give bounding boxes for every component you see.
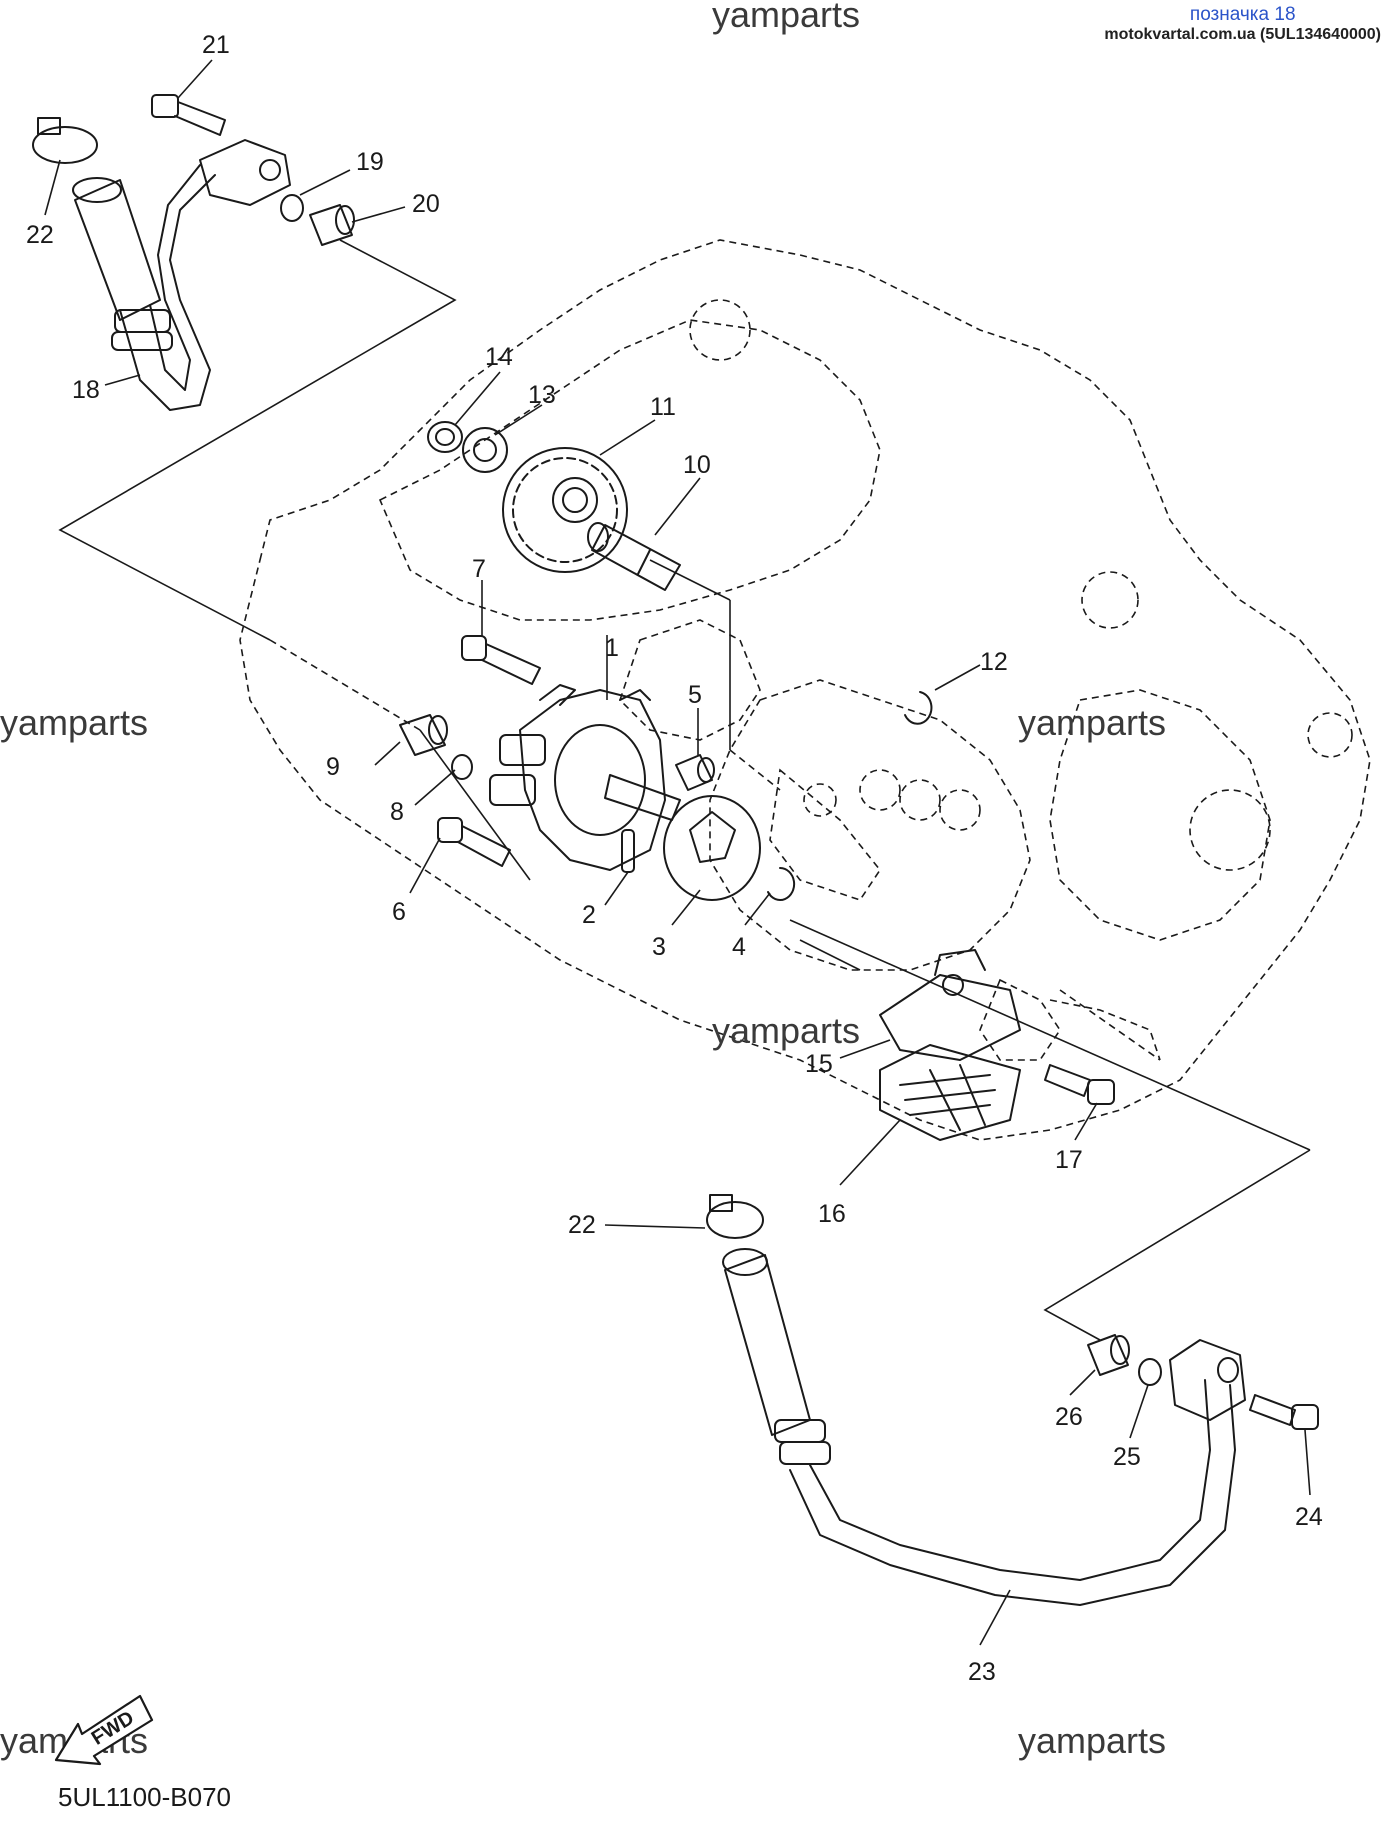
o-ring-19 — [280, 194, 304, 222]
collar-5 — [675, 754, 715, 791]
guide-lines — [58, 239, 1311, 1341]
pipe-bracket-lower — [1169, 1339, 1246, 1421]
circlip-4 — [767, 866, 796, 901]
callout-11: 11 — [650, 393, 676, 421]
callout-16: 16 — [818, 1200, 846, 1228]
header-badge: позначка 18 motokvartal.com.ua (5UL13464… — [1104, 4, 1381, 44]
bolt-7 — [461, 635, 541, 685]
callout-14: 14 — [485, 343, 513, 371]
bolt-21 — [151, 94, 226, 136]
o-ring-25 — [1138, 1358, 1162, 1386]
figure-code: 5UL1100-B070 — [58, 1782, 231, 1812]
watermark-top: yamparts — [712, 0, 861, 35]
strainer-housing-15 — [879, 949, 1021, 1061]
callout-1: 1 — [605, 634, 619, 662]
collar-9 — [399, 714, 448, 756]
callout-23: 23 — [968, 1658, 996, 1686]
callout-18: 18 — [72, 376, 100, 404]
engine-outline — [239, 239, 1371, 1141]
washer-13 — [462, 427, 508, 473]
bolt-17 — [1044, 1064, 1115, 1105]
oil-pipe-lower-23 — [722, 1248, 1236, 1606]
callout-22-upper: 22 — [26, 221, 54, 249]
callout-24: 24 — [1295, 1503, 1323, 1531]
shaft-10 — [587, 522, 681, 591]
badge-label: позначка 18 — [1189, 4, 1296, 25]
callout-8: 8 — [390, 798, 404, 826]
callout-10: 10 — [683, 451, 711, 479]
callout-26: 26 — [1055, 1403, 1083, 1431]
watermark-left: yamparts — [0, 702, 149, 743]
clamp-22-upper — [32, 117, 98, 164]
clamp-22-lower — [706, 1194, 764, 1239]
callout-21: 21 — [202, 31, 230, 59]
callout-17: 17 — [1055, 1146, 1083, 1174]
oil-pipe-upper — [72, 164, 216, 411]
callout-5: 5 — [688, 681, 702, 709]
callout-7: 7 — [472, 555, 486, 583]
collar-20 — [309, 204, 355, 246]
badge-source: motokvartal.com.ua (5UL134640000) — [1104, 26, 1381, 43]
callout-20: 20 — [412, 190, 440, 218]
gear-11 — [502, 447, 628, 573]
collar-26 — [1087, 1334, 1130, 1376]
callout-9: 9 — [326, 753, 340, 781]
strainer-screen-16 — [879, 1044, 1021, 1141]
callout-13: 13 — [528, 381, 556, 409]
circlip-12 — [904, 691, 933, 725]
callout-3: 3 — [652, 933, 666, 961]
watermark-bottom-right: yamparts — [1018, 1720, 1167, 1761]
rotor-3 — [663, 795, 761, 901]
pipe-bracket-upper — [199, 139, 291, 206]
pin-2 — [621, 829, 635, 873]
callout-19: 19 — [356, 148, 384, 176]
callout-15: 15 — [805, 1050, 833, 1078]
callout-12: 12 — [980, 648, 1008, 676]
callout-labels: 1 2 3 4 5 6 7 8 9 10 11 12 13 14 15 16 1… — [26, 31, 1323, 1686]
fwd-arrow-icon: FWD — [54, 1694, 154, 1766]
watermark-center: yamparts — [712, 1010, 861, 1051]
circlip-14 — [427, 421, 463, 453]
watermark-right: yamparts — [1018, 702, 1167, 743]
bolt-24 — [1249, 1394, 1319, 1430]
callout-6: 6 — [392, 898, 406, 926]
o-ring-8 — [451, 754, 473, 780]
callout-leaders — [44, 59, 1311, 1646]
callout-2: 2 — [582, 901, 596, 929]
callout-22-lower: 22 — [568, 1211, 596, 1239]
oil-pump-1 — [489, 684, 681, 871]
callout-25: 25 — [1113, 1443, 1141, 1471]
callout-4: 4 — [732, 933, 746, 961]
bolt-6 — [437, 817, 511, 867]
